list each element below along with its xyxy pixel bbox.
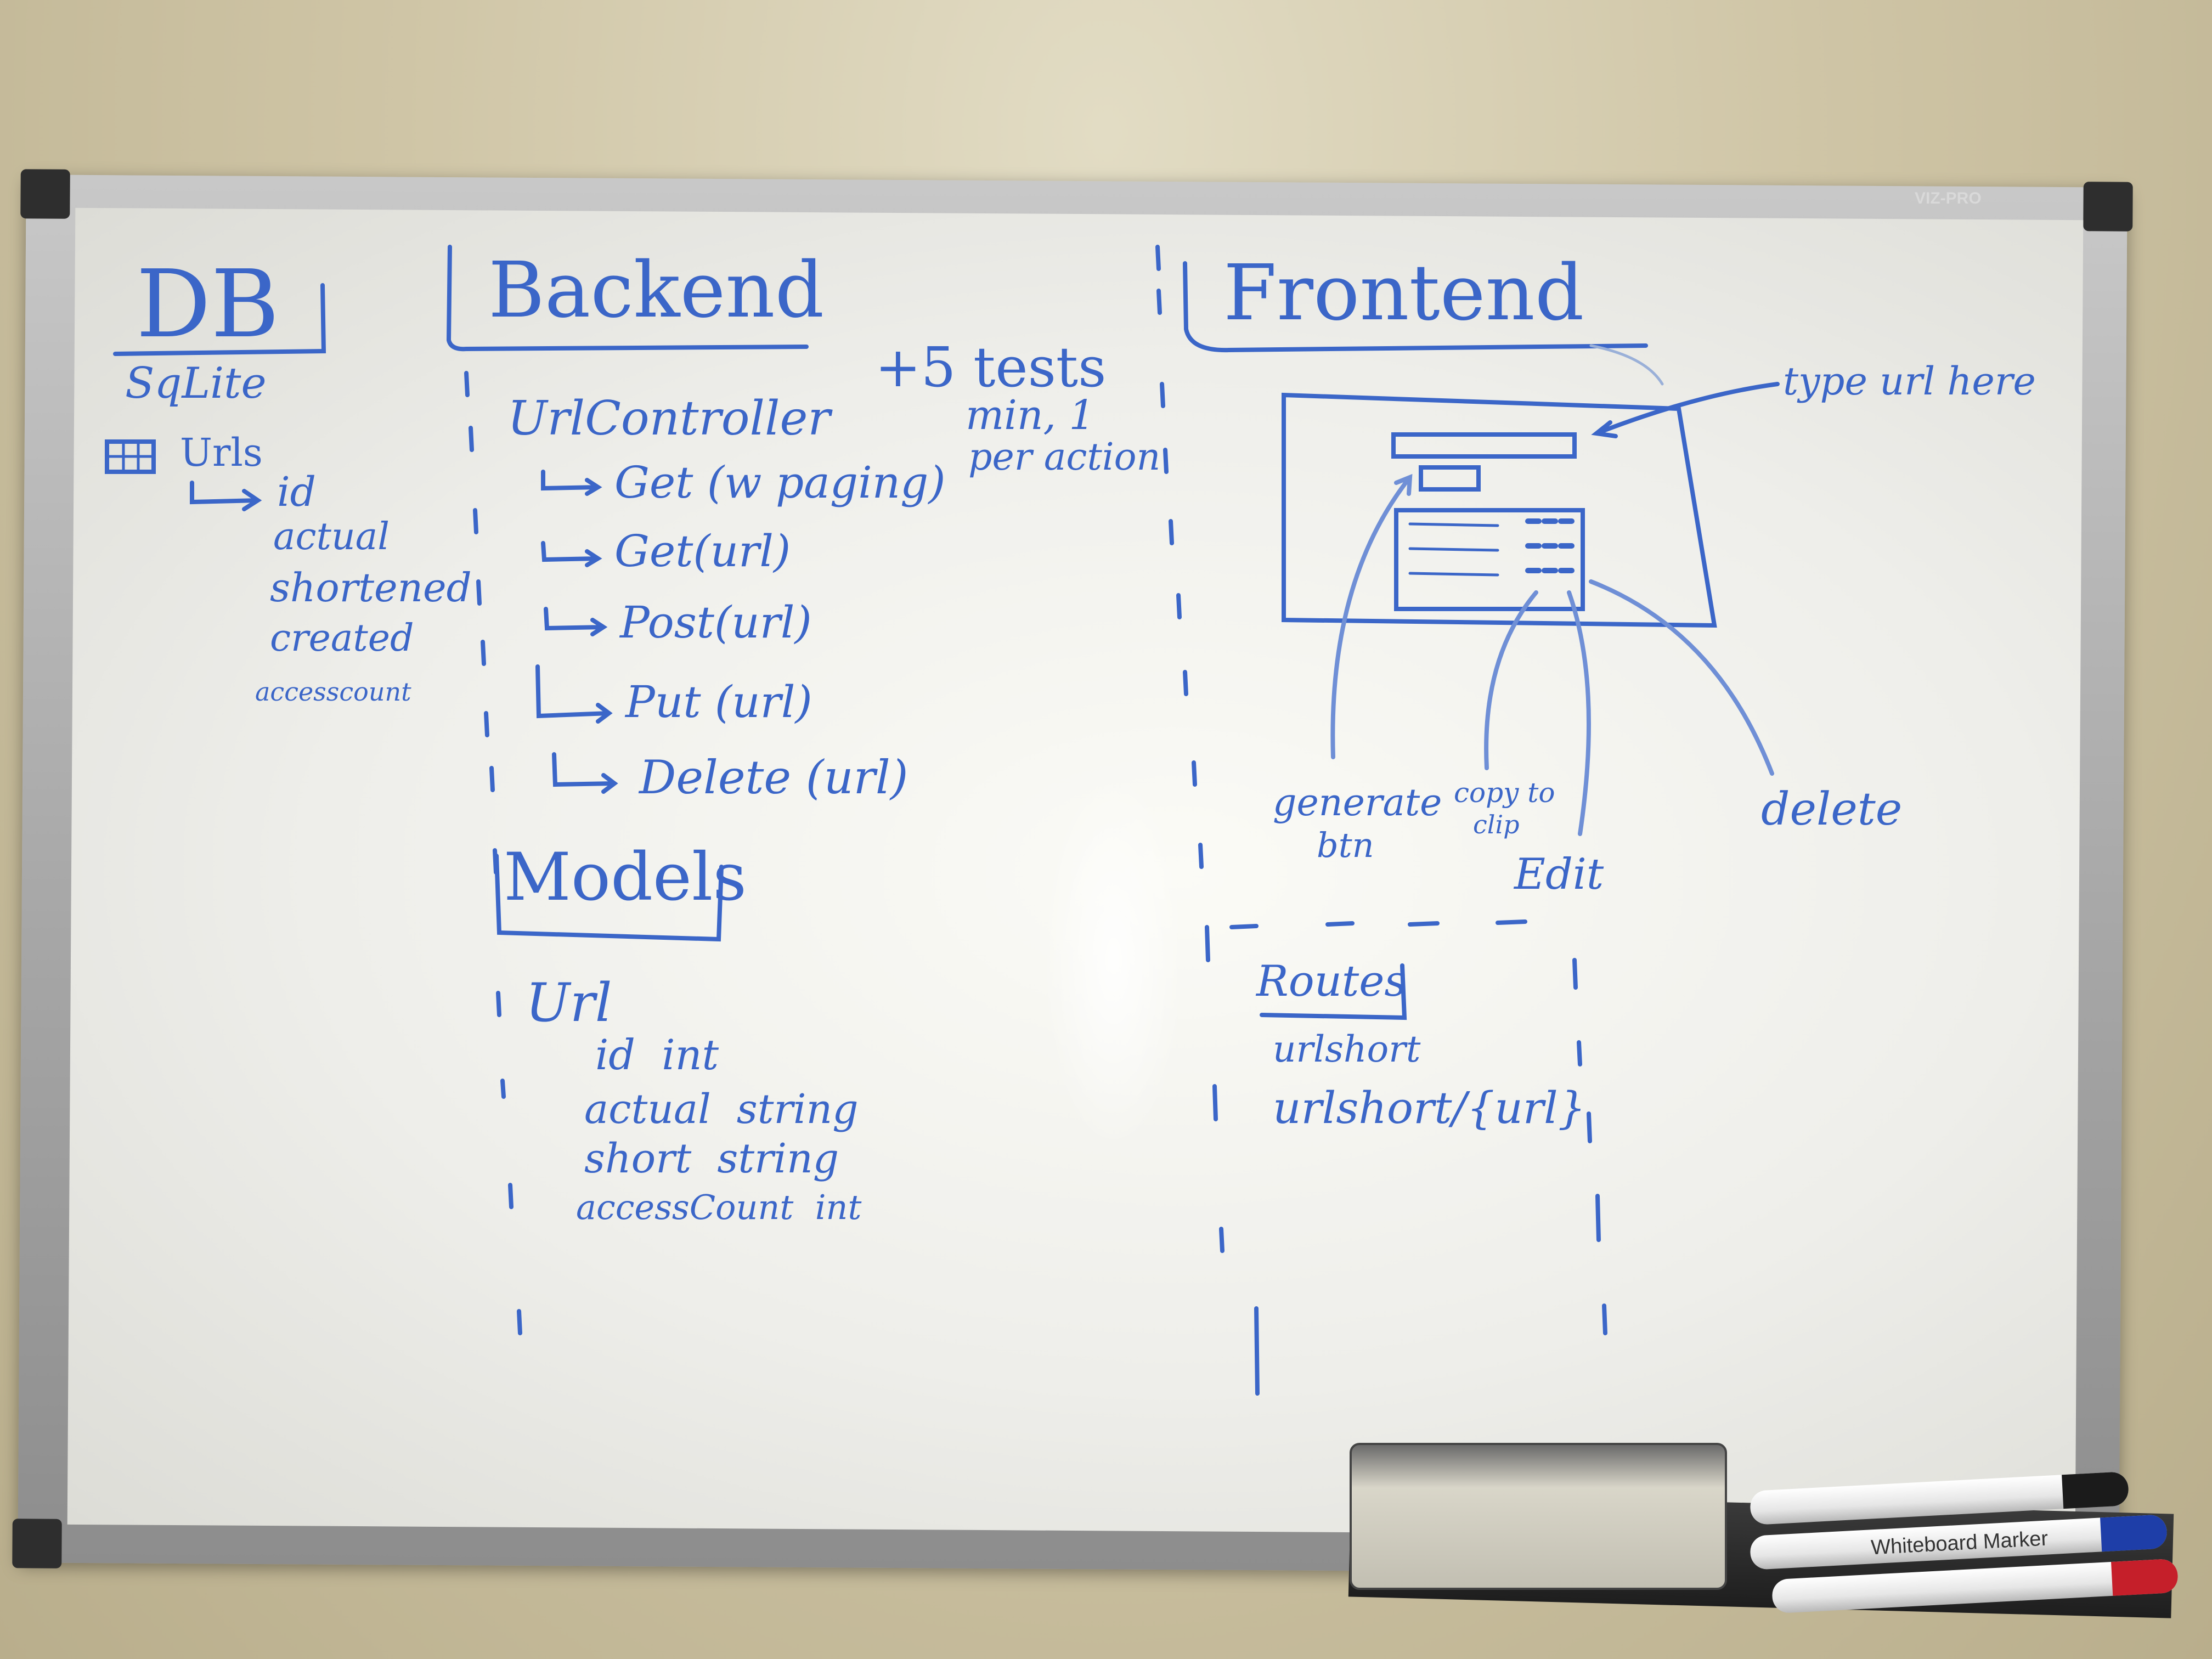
callout-arrow-type-url bbox=[1591, 382, 1780, 438]
models-heading-box bbox=[494, 854, 724, 942]
callout-arrow-copy bbox=[1484, 590, 1538, 770]
tests-note-line: +5 tests bbox=[875, 335, 1107, 399]
action-arrow bbox=[544, 607, 608, 636]
marker-label: Whiteboard Marker bbox=[1870, 1527, 2049, 1560]
tests-note-line: min, 1 bbox=[966, 392, 1095, 439]
db-arrow bbox=[190, 481, 262, 511]
model-field: short string bbox=[584, 1135, 839, 1182]
action-arrow bbox=[552, 752, 618, 794]
callout-arrow-generate bbox=[1330, 473, 1413, 759]
label-generate: btn bbox=[1317, 825, 1374, 865]
model-field: accessCount int bbox=[576, 1187, 862, 1227]
label-copy: copy to bbox=[1454, 777, 1555, 809]
marker-cap bbox=[2100, 1514, 2168, 1552]
label-generate: generate bbox=[1273, 781, 1442, 825]
backend-action: Post(url) bbox=[620, 597, 812, 648]
marker-cap bbox=[2111, 1558, 2179, 1596]
backend-heading: Backend bbox=[488, 246, 825, 335]
backend-action: Delete (url) bbox=[639, 751, 909, 804]
wireframe-screen bbox=[1282, 392, 1717, 628]
routes-heading: Routes bbox=[1256, 957, 1407, 1006]
center-divider bbox=[1155, 245, 1260, 1396]
wireframe-row-buttons bbox=[1525, 518, 1575, 573]
db-heading: DB bbox=[136, 250, 280, 359]
db-field: accesscount bbox=[255, 677, 411, 707]
frontend-heading-bracket bbox=[1183, 261, 1648, 353]
action-arrow bbox=[541, 541, 602, 567]
backend-divider bbox=[464, 371, 522, 1335]
db-heading-underline bbox=[113, 283, 326, 356]
backend-action: Put (url) bbox=[625, 676, 812, 727]
right-divider bbox=[1572, 958, 1607, 1335]
routes-heading-box bbox=[1260, 963, 1407, 1020]
model-field: id int bbox=[595, 1030, 719, 1079]
label-edit: Edit bbox=[1514, 850, 1604, 899]
backend-heading-bracket bbox=[446, 245, 809, 352]
model-field: actual string bbox=[584, 1086, 859, 1133]
action-arrow bbox=[541, 470, 602, 496]
wireframe-rows bbox=[1408, 522, 1499, 577]
label-type-url: type url here bbox=[1783, 359, 2036, 404]
frontend-heading: Frontend bbox=[1223, 249, 1584, 338]
db-field: created bbox=[270, 617, 414, 660]
action-arrow bbox=[535, 664, 613, 724]
db-table-name: Urls bbox=[180, 430, 263, 475]
callout-arrow-edit bbox=[1567, 590, 1591, 836]
backend-action: Get(url) bbox=[614, 526, 791, 577]
light-glare bbox=[1042, 768, 1185, 1152]
db-field: actual bbox=[273, 515, 390, 558]
route: urlshort/{url} bbox=[1273, 1082, 1586, 1133]
brand-logo: VIZ-PRO bbox=[1915, 189, 1982, 207]
marker-cap bbox=[2062, 1471, 2130, 1509]
model-name: Url bbox=[526, 972, 612, 1034]
db-field: id bbox=[277, 469, 317, 516]
db-engine: SqLite bbox=[125, 359, 267, 408]
label-copy: clip bbox=[1473, 810, 1520, 839]
label-delete: delete bbox=[1761, 783, 1903, 836]
wireframe-table bbox=[1394, 508, 1585, 611]
route: urlshort bbox=[1273, 1028, 1421, 1070]
wireframe-url-input bbox=[1391, 432, 1577, 459]
models-heading: Models bbox=[504, 839, 747, 916]
wireframe-generate-button bbox=[1419, 465, 1481, 492]
db-field: shortened bbox=[270, 565, 472, 611]
backend-action: Get (w paging) bbox=[614, 457, 946, 508]
backend-controller: UrlController bbox=[507, 391, 831, 446]
callout-arrow-delete bbox=[1589, 579, 1774, 776]
frontend-divider bbox=[1229, 919, 1527, 929]
tests-note-line: per action bbox=[968, 436, 1161, 479]
whiteboard-eraser[interactable] bbox=[1350, 1443, 1727, 1590]
